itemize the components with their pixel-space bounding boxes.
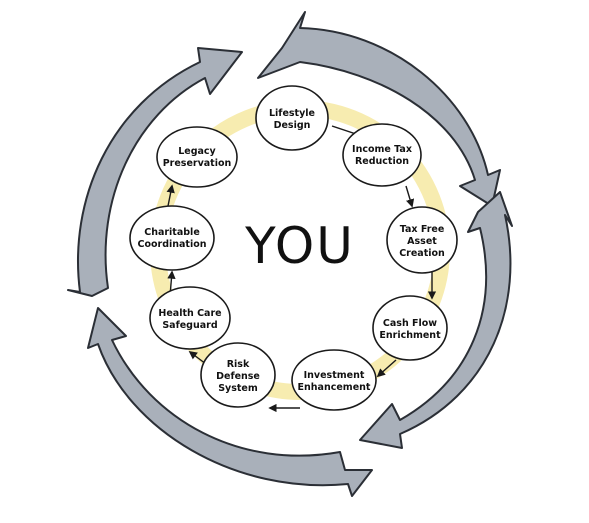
node-health-care-safeguard: Health Care Safeguard xyxy=(149,286,231,350)
node-label-line: Creation xyxy=(399,248,445,259)
center-label: YOU xyxy=(244,217,355,275)
cycle-arrow-left xyxy=(67,47,243,297)
cycle-arrow-bottom-left xyxy=(87,307,373,497)
node-label-line: Enrichment xyxy=(379,330,441,341)
node-tax-free-asset-creation: Tax Free Asset Creation xyxy=(386,206,458,274)
node-circle xyxy=(291,349,377,411)
node-label-line: Preservation xyxy=(163,158,232,169)
outer-cycle-arrows xyxy=(67,11,513,497)
node-investment-enhancement: Investment Enhancement xyxy=(291,349,377,411)
connector-2 xyxy=(405,185,415,208)
node-label-line: Enhancement xyxy=(298,382,371,393)
connector-4 xyxy=(376,359,397,378)
node-label-line: Lifestyle xyxy=(269,108,315,119)
node-label-line: Investment xyxy=(304,370,365,381)
node-circle xyxy=(255,85,329,151)
node-label-line: Defense xyxy=(216,371,260,382)
node-circle xyxy=(386,206,458,274)
node-charitable-coordination: Charitable Coordination xyxy=(129,205,215,271)
node-income-tax-reduction: Income Tax Reduction xyxy=(342,123,422,187)
node-circle xyxy=(129,205,215,271)
node-circle xyxy=(149,286,231,350)
node-label-line: Cash Flow xyxy=(383,318,437,329)
node-label-line: Reduction xyxy=(355,156,409,167)
node-label-line: Asset xyxy=(407,236,437,247)
node-legacy-preservation: Legacy Preservation xyxy=(156,126,238,188)
connector-8 xyxy=(166,184,175,207)
node-label-line: Safeguard xyxy=(162,320,217,331)
node-label-line: Health Care xyxy=(158,308,221,319)
node-label-line: Risk xyxy=(227,359,250,370)
node-label-line: Legacy xyxy=(178,146,216,157)
node-lifestyle-design: Lifestyle Design xyxy=(255,85,329,151)
node-label-line: System xyxy=(218,383,258,394)
node-cash-flow-enrichment: Cash Flow Enrichment xyxy=(372,295,448,361)
node-circle xyxy=(200,342,276,408)
node-circle xyxy=(156,126,238,188)
cycle-arrow-bottom-right xyxy=(359,191,513,449)
node-label-line: Charitable xyxy=(144,227,200,238)
node-risk-defense-system: Risk Defense System xyxy=(200,342,276,408)
node-label-line: Design xyxy=(274,120,311,131)
cycle-arrow-top-right xyxy=(257,11,501,207)
node-label-line: Income Tax xyxy=(352,144,412,155)
node-label-line: Tax Free xyxy=(400,224,445,235)
node-circle xyxy=(342,123,422,187)
node-label-line: Coordination xyxy=(137,239,206,250)
node-circle xyxy=(372,295,448,361)
